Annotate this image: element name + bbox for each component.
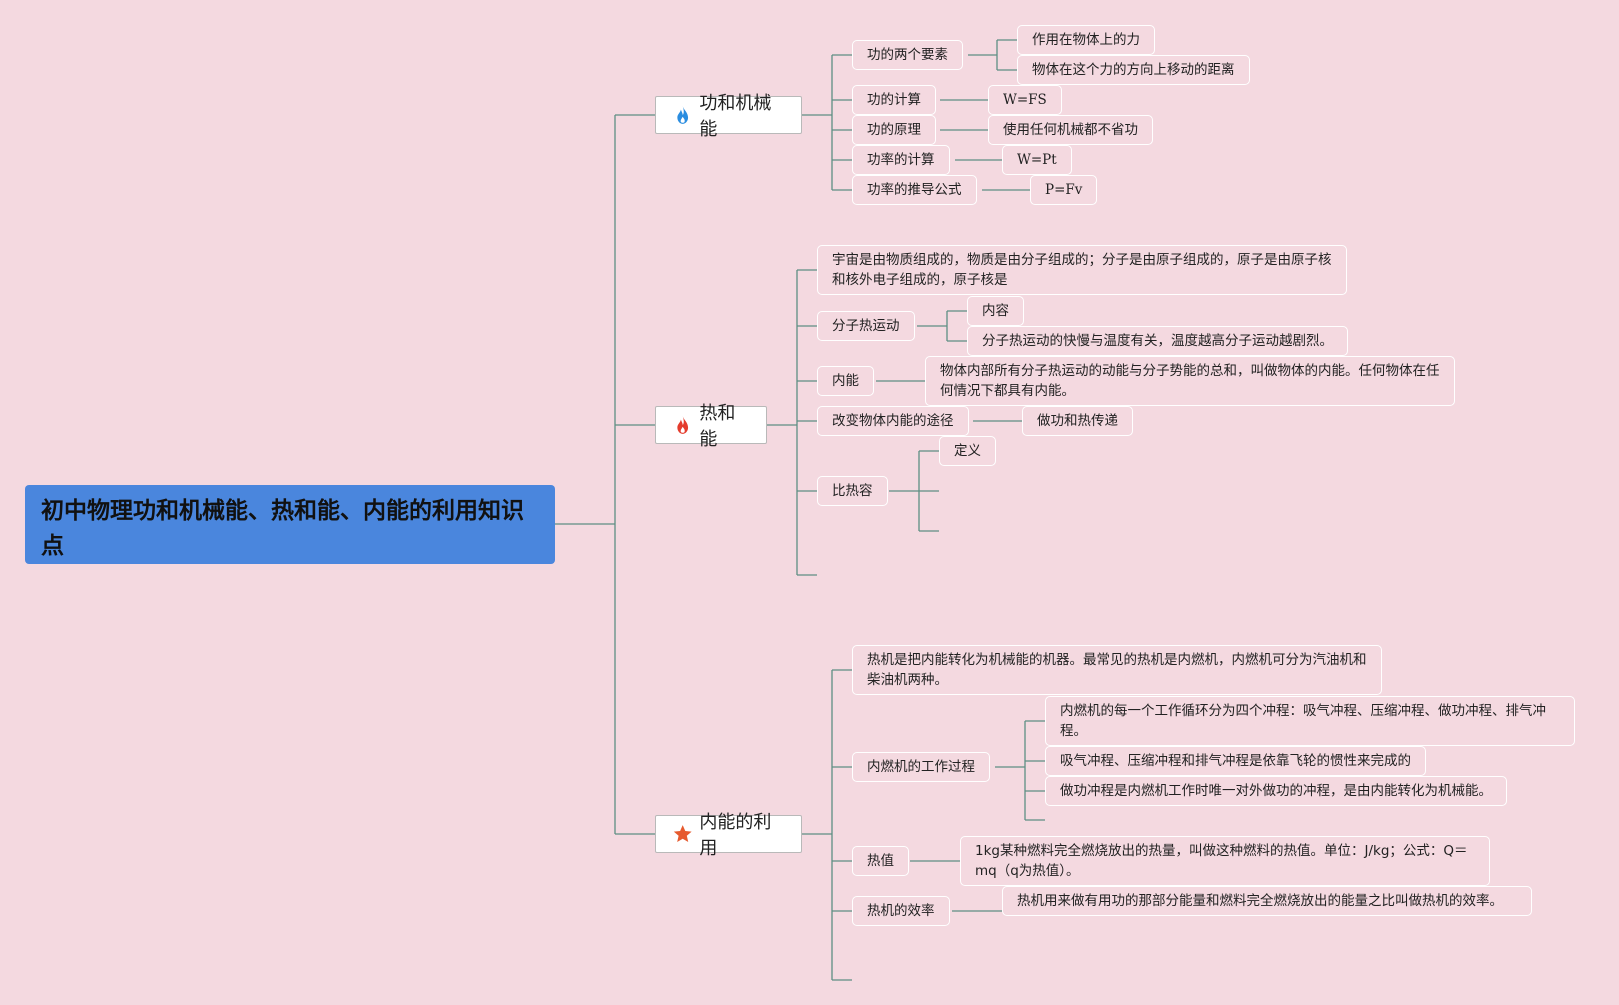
node-formula-wfs[interactable]: W=FS bbox=[988, 85, 1062, 115]
node-label: 热机是把内能转化为机械能的机器。最常见的热机是内燃机，内燃机可分为汽油机和柴油机… bbox=[867, 652, 1367, 688]
node-motion-temperature[interactable]: 分子热运动的快慢与温度有关，温度越高分子运动越剧烈。 bbox=[967, 326, 1348, 356]
node-efficiency[interactable]: 热机的效率 bbox=[852, 896, 950, 926]
root-topic[interactable]: 初中物理功和机械能、热和能、内能的利用知识点 bbox=[25, 485, 555, 564]
node-label: 物体在这个力的方向上移动的距离 bbox=[1032, 62, 1235, 78]
node-label: 作用在物体上的力 bbox=[1032, 32, 1140, 48]
branch-label: 热和能 bbox=[699, 403, 736, 450]
node-label: 改变物体内能的途径 bbox=[832, 413, 954, 429]
node-flywheel-inertia[interactable]: 吸气冲程、压缩冲程和排气冲程是依靠飞轮的惯性来完成的 bbox=[1045, 746, 1426, 776]
node-label: 1kg某种燃料完全燃烧放出的热量，叫做这种燃料的热值。单位：J/kg；公式：Q＝… bbox=[975, 843, 1468, 879]
node-universe-structure[interactable]: 宇宙是由物质组成的，物质是由分子组成的；分子是由原子组成的，原子是由原子核和核外… bbox=[817, 245, 1347, 295]
node-work-and-heat-transfer[interactable]: 做功和热传递 bbox=[1022, 406, 1133, 436]
node-label: 使用任何机械都不省功 bbox=[1003, 122, 1138, 138]
blue-flame-icon bbox=[677, 106, 689, 124]
branch-label: 内能的利用 bbox=[699, 812, 772, 859]
node-label: 内燃机的每一个工作循环分为四个冲程：吸气冲程、压缩冲程、做功冲程、排气冲程。 bbox=[1060, 703, 1546, 739]
node-heat-value[interactable]: 热值 bbox=[852, 846, 909, 876]
node-label: 功的两个要素 bbox=[867, 47, 948, 63]
node-label: 吸气冲程、压缩冲程和排气冲程是依靠飞轮的惯性来完成的 bbox=[1060, 753, 1411, 769]
branch-internal-energy-usage[interactable]: 内能的利用 bbox=[655, 812, 802, 859]
root-title: 初中物理功和机械能、热和能、内能的利用知识点 bbox=[41, 498, 524, 559]
node-label: 热机用来做有用功的那部分能量和燃料完全燃烧放出的能量之比叫做热机的效率。 bbox=[1017, 893, 1503, 909]
node-label: 内容 bbox=[982, 303, 1009, 319]
node-content[interactable]: 内容 bbox=[967, 296, 1024, 326]
node-label: 分子热运动 bbox=[832, 318, 900, 334]
node-change-ways[interactable]: 改变物体内能的途径 bbox=[817, 406, 969, 436]
node-label: 热值 bbox=[867, 853, 894, 869]
node-power-derived[interactable]: 功率的推导公式 bbox=[852, 175, 977, 205]
node-internal-energy-definition[interactable]: 物体内部所有分子热运动的动能与分子势能的总和，叫做物体的内能。任何物体在任何情况… bbox=[925, 356, 1455, 406]
node-ice-process[interactable]: 内燃机的工作过程 bbox=[852, 752, 990, 782]
node-label: 物体内部所有分子热运动的动能与分子势能的总和，叫做物体的内能。任何物体在任何情况… bbox=[940, 363, 1440, 399]
node-label: 功率的推导公式 bbox=[867, 182, 962, 198]
node-distance-moved[interactable]: 物体在这个力的方向上移动的距离 bbox=[1017, 55, 1250, 85]
node-label: W=FS bbox=[1003, 92, 1047, 108]
node-label: 做功和热传递 bbox=[1037, 413, 1118, 429]
node-label: 宇宙是由物质组成的，物质是由分子组成的；分子是由原子组成的，原子是由原子核和核外… bbox=[832, 252, 1332, 288]
red-flame-icon bbox=[677, 416, 689, 434]
branch-work-mechanical-energy[interactable]: 功和机械能 bbox=[655, 93, 802, 140]
node-label: 分子热运动的快慢与温度有关，温度越高分子运动越剧烈。 bbox=[982, 333, 1333, 349]
node-four-strokes[interactable]: 内燃机的每一个工作循环分为四个冲程：吸气冲程、压缩冲程、做功冲程、排气冲程。 bbox=[1045, 696, 1575, 746]
node-work-principle[interactable]: 功的原理 bbox=[852, 115, 936, 145]
orange-star-icon bbox=[673, 825, 692, 843]
node-label: 热机的效率 bbox=[867, 903, 935, 919]
node-efficiency-definition[interactable]: 热机用来做有用功的那部分能量和燃料完全燃烧放出的能量之比叫做热机的效率。 bbox=[1002, 886, 1532, 916]
node-label: 内能 bbox=[832, 373, 859, 389]
node-specific-heat[interactable]: 比热容 bbox=[817, 476, 888, 506]
node-label: 功的计算 bbox=[867, 92, 921, 108]
node-label: 做功冲程是内燃机工作时唯一对外做功的冲程，是由内能转化为机械能。 bbox=[1060, 783, 1492, 799]
node-label: W=Pt bbox=[1017, 152, 1057, 168]
node-formula-pfv[interactable]: P=Fv bbox=[1030, 175, 1098, 205]
node-power-stroke[interactable]: 做功冲程是内燃机工作时唯一对外做功的冲程，是由内能转化为机械能。 bbox=[1045, 776, 1507, 806]
node-label: P=Fv bbox=[1045, 182, 1083, 198]
node-label: 定义 bbox=[954, 443, 981, 459]
node-heat-value-definition[interactable]: 1kg某种燃料完全燃烧放出的热量，叫做这种燃料的热值。单位：J/kg；公式：Q＝… bbox=[960, 836, 1490, 886]
node-molecular-motion[interactable]: 分子热运动 bbox=[817, 311, 915, 341]
node-heat-engine[interactable]: 热机是把内能转化为机械能的机器。最常见的热机是内燃机，内燃机可分为汽油机和柴油机… bbox=[852, 645, 1382, 695]
node-definition[interactable]: 定义 bbox=[939, 436, 996, 466]
branch-heat-energy[interactable]: 热和能 bbox=[655, 403, 767, 450]
node-label: 比热容 bbox=[832, 483, 873, 499]
node-formula-wpt[interactable]: W=Pt bbox=[1002, 145, 1072, 175]
node-two-elements[interactable]: 功的两个要素 bbox=[852, 40, 963, 70]
node-power-calc[interactable]: 功率的计算 bbox=[852, 145, 950, 175]
branch-label: 功和机械能 bbox=[699, 93, 772, 140]
node-principle-text[interactable]: 使用任何机械都不省功 bbox=[988, 115, 1153, 145]
node-work-calc[interactable]: 功的计算 bbox=[852, 85, 936, 115]
node-label: 功率的计算 bbox=[867, 152, 935, 168]
node-internal-energy[interactable]: 内能 bbox=[817, 366, 874, 396]
node-label: 内燃机的工作过程 bbox=[867, 759, 975, 775]
node-force-on-object[interactable]: 作用在物体上的力 bbox=[1017, 25, 1155, 55]
node-label: 功的原理 bbox=[867, 122, 921, 138]
